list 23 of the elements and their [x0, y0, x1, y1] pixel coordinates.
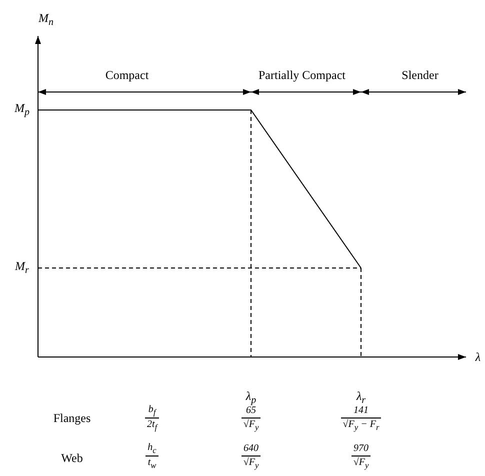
column-heading: λ$_{p}$: [246, 390, 256, 406]
region-label: Compact: [105, 69, 149, 81]
axis-tick-label: M$_{r}$: [15, 260, 29, 276]
fraction-numerator: 640: [244, 444, 258, 454]
row-heading: Flanges: [53, 412, 91, 424]
fraction-denominator: √F$_{y}$: [243, 458, 259, 470]
fraction-numerator: 141: [354, 406, 368, 416]
row-heading: Web: [61, 452, 83, 464]
region-label: Partially Compact: [258, 69, 346, 81]
fraction-numerator: h$_{c}$: [148, 442, 156, 456]
fraction-denominator: √F$_{y}$: [353, 458, 369, 470]
axis-label: M$_{n}$: [38, 12, 54, 28]
fraction-denominator: √F$_{y}$: [243, 420, 259, 432]
column-heading: λ$_{r}$: [356, 390, 366, 406]
region-label: Slender: [402, 69, 438, 81]
axis-label: λ: [475, 351, 481, 363]
fraction-denominator: √F$_{y}$ − F$_{r}$: [342, 420, 380, 432]
fraction-numerator: 65: [246, 406, 256, 416]
axis-tick-label: M$_{p}$: [14, 102, 30, 118]
fraction-numerator: b$_{f}$: [148, 404, 156, 418]
fraction-numerator: 970: [354, 444, 368, 454]
fraction-denominator: t$_{w}$: [148, 458, 156, 470]
fraction-denominator: 2t$_{f}$: [146, 420, 158, 432]
